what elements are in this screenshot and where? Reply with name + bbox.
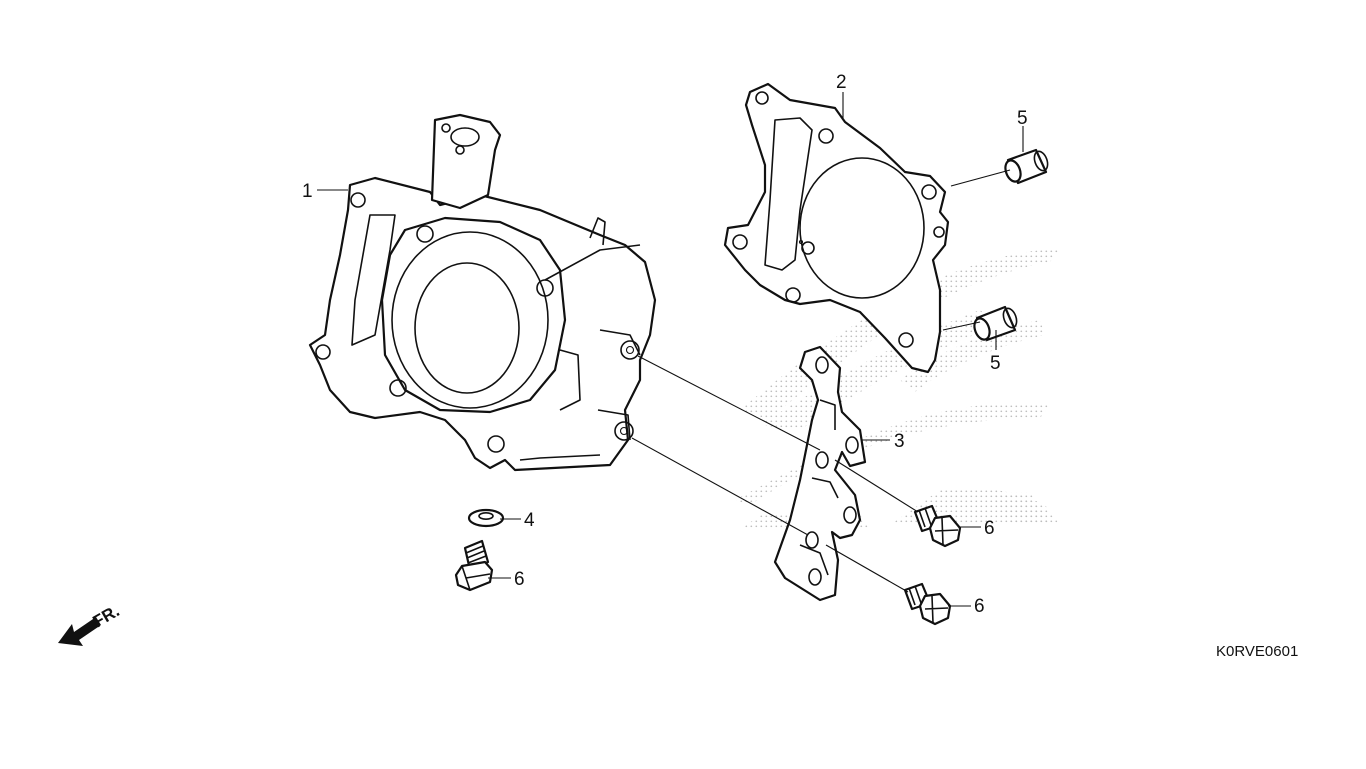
bracket-part[interactable] <box>773 345 867 602</box>
bolt-left[interactable] <box>454 539 494 592</box>
front-direction-arrow-icon <box>58 617 101 646</box>
cylinder-part[interactable] <box>308 113 657 472</box>
dowel-pin-upper[interactable] <box>1003 148 1050 185</box>
gasket-part[interactable] <box>723 82 950 374</box>
callout-6-right: 6 <box>974 596 985 617</box>
callout-6-middle: 6 <box>984 518 995 539</box>
callout-3: 3 <box>894 431 905 452</box>
bolt-right[interactable] <box>903 582 952 626</box>
callout-5-upper: 5 <box>1017 108 1028 129</box>
callout-5-lower: 5 <box>990 353 1001 374</box>
washer-part[interactable] <box>467 508 505 528</box>
bolt-middle[interactable] <box>913 504 962 548</box>
dowel-pin-lower[interactable] <box>972 305 1019 342</box>
leader-lines <box>317 92 1024 607</box>
callout-4: 4 <box>524 510 535 531</box>
callout-2: 2 <box>836 72 847 93</box>
front-direction-marker: FR. <box>58 601 123 646</box>
callout-1: 1 <box>302 181 313 202</box>
callout-6-left: 6 <box>514 569 525 590</box>
diagram-code: K0RVE0601 <box>1216 643 1298 660</box>
callouts: 1 2 3 4 5 5 6 6 6 <box>302 72 1028 617</box>
